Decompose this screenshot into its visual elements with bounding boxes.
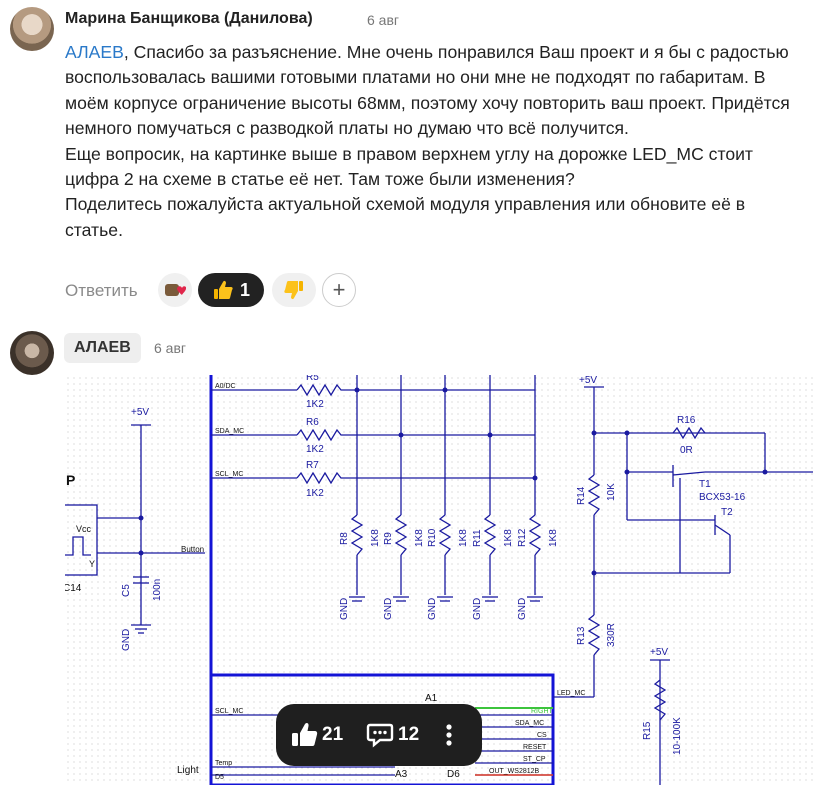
avatar-marina[interactable] bbox=[10, 7, 54, 51]
label-r5: R5 bbox=[306, 375, 319, 383]
comment-date: 6 авг bbox=[367, 12, 400, 28]
comment-text-part3: Поделитесь пожалуйста актуальной схемой … bbox=[65, 194, 746, 240]
label-gnd-r12: GND bbox=[517, 598, 528, 620]
label-d5: D5 bbox=[215, 774, 224, 781]
label-gnd-r9: GND bbox=[383, 598, 394, 620]
label-r8: R8 bbox=[339, 532, 350, 545]
label-r10-value: 1K8 bbox=[458, 529, 469, 547]
comment-author[interactable]: Марина Банщикова (Данилова) bbox=[65, 10, 313, 27]
thumbs-up-icon bbox=[213, 280, 233, 299]
label-c5-value: 100n bbox=[152, 579, 163, 601]
comment-count: 12 bbox=[398, 724, 420, 745]
label-button: Button bbox=[181, 545, 204, 554]
label-t2: T2 bbox=[721, 507, 733, 518]
label-r8-value: 1K8 bbox=[370, 529, 381, 547]
label-r6: R6 bbox=[306, 417, 319, 428]
schematic-drawing: R5 1K2 R6 1K2 R7 1K2 +5V +5V +5V R16 0R … bbox=[65, 375, 813, 785]
label-r13: R13 bbox=[576, 626, 587, 645]
label-r12-value: 1K8 bbox=[548, 529, 559, 547]
label-r11-value: 1K8 bbox=[503, 529, 514, 547]
label-r14-value: 10K bbox=[606, 483, 617, 501]
label-gnd-r10: GND bbox=[427, 598, 438, 620]
mention-link[interactable]: АЛАЕВ bbox=[65, 42, 124, 62]
label-st-cp: ST_CP bbox=[523, 756, 546, 763]
label-c5: C5 bbox=[121, 584, 132, 597]
label-r14: R14 bbox=[576, 486, 587, 505]
more-icon bbox=[446, 724, 452, 746]
like-icon bbox=[292, 722, 318, 746]
label-r6-value: 1K2 bbox=[306, 444, 324, 455]
label-r7-value: 1K2 bbox=[306, 488, 324, 499]
like-button[interactable]: 21 bbox=[290, 722, 343, 748]
label-a1: A1 bbox=[425, 693, 438, 704]
thumbs-up-count: 1 bbox=[239, 279, 250, 300]
add-reaction-button[interactable]: + bbox=[322, 273, 356, 307]
reply-button[interactable]: Ответить bbox=[65, 281, 138, 300]
label-y: Y bbox=[89, 559, 95, 569]
label-r7: R7 bbox=[306, 460, 319, 471]
comment-text-part2: Еще вопросик, на картинке выше в правом … bbox=[65, 143, 753, 190]
label-temp: Temp bbox=[215, 760, 232, 767]
label-r9: R9 bbox=[383, 532, 394, 545]
reaction-thumbs-down-button[interactable] bbox=[272, 273, 316, 307]
label-r16: R16 bbox=[677, 415, 696, 426]
label-reset: RESET bbox=[523, 744, 547, 751]
comment-body: АЛАЕВ, Спасибо за разъяснение. Мне очень… bbox=[65, 40, 805, 243]
label-cs: CS bbox=[537, 732, 547, 739]
label-a3: A3 bbox=[395, 769, 408, 780]
more-button[interactable] bbox=[444, 722, 454, 748]
plus-icon: + bbox=[332, 277, 346, 302]
comment-icon bbox=[366, 723, 394, 748]
label-light: Light bbox=[177, 765, 199, 776]
label-scl-mc: SCL_MC bbox=[215, 708, 243, 715]
label-t1-value: BCX53-16 bbox=[699, 492, 746, 503]
label-scl-mc-top: SCL_MC bbox=[215, 471, 243, 478]
label-d6: D6 bbox=[447, 769, 460, 780]
label-right: RIGHT bbox=[531, 708, 554, 715]
label-led-mc: LED_MC bbox=[557, 690, 585, 697]
label-r11: R11 bbox=[472, 529, 483, 547]
thumbs-down-icon bbox=[284, 281, 303, 300]
label-r5-value: 1K2 bbox=[306, 399, 324, 410]
label-gnd-r8: GND bbox=[339, 598, 350, 620]
label-plus5v-r15: +5V bbox=[650, 647, 668, 658]
label-vcc: Vcc bbox=[76, 524, 92, 534]
reaction-thumbs-up-button[interactable]: 1 bbox=[198, 273, 264, 307]
label-sda-mc-top: SDA_MC bbox=[215, 428, 244, 435]
label-r13-value: 330R bbox=[606, 623, 617, 647]
label-r10: R10 bbox=[427, 528, 438, 547]
label-plus5v-left: +5V bbox=[131, 407, 149, 418]
heart-reaction-icon bbox=[165, 284, 186, 296]
reaction-heart-button[interactable] bbox=[158, 273, 192, 307]
label-r15: R15 bbox=[642, 721, 653, 740]
label-plus5v: +5V bbox=[579, 375, 597, 386]
label-p: P bbox=[66, 472, 75, 488]
label-r9-value: 1K8 bbox=[414, 529, 425, 547]
label-sda-mc: SDA_MC bbox=[515, 720, 544, 727]
label-r16-value: 0R bbox=[680, 445, 693, 456]
label-r12: R12 bbox=[517, 528, 528, 547]
avatar-alaev[interactable] bbox=[10, 331, 54, 375]
label-gnd-left: GND bbox=[121, 629, 132, 651]
comment-date: 6 авг bbox=[154, 340, 187, 356]
label-gnd-r11: GND bbox=[472, 598, 483, 620]
label-t1: T1 bbox=[699, 479, 711, 490]
like-count: 21 bbox=[322, 724, 344, 745]
label-r15-value: 10-100K bbox=[672, 717, 683, 755]
label-a0dc: A0/DC bbox=[215, 383, 236, 390]
floating-action-bar: 21 12 bbox=[276, 704, 482, 766]
comment-text-part1: , Спасибо за разъяснение. Мне очень понр… bbox=[65, 42, 790, 139]
comments-button[interactable]: 12 bbox=[366, 722, 419, 748]
label-out-ws2812b: OUT_WS2812B bbox=[489, 768, 540, 775]
comment-author-chip[interactable]: АЛАЕВ bbox=[64, 333, 141, 363]
label-c14: C14 bbox=[65, 583, 82, 594]
